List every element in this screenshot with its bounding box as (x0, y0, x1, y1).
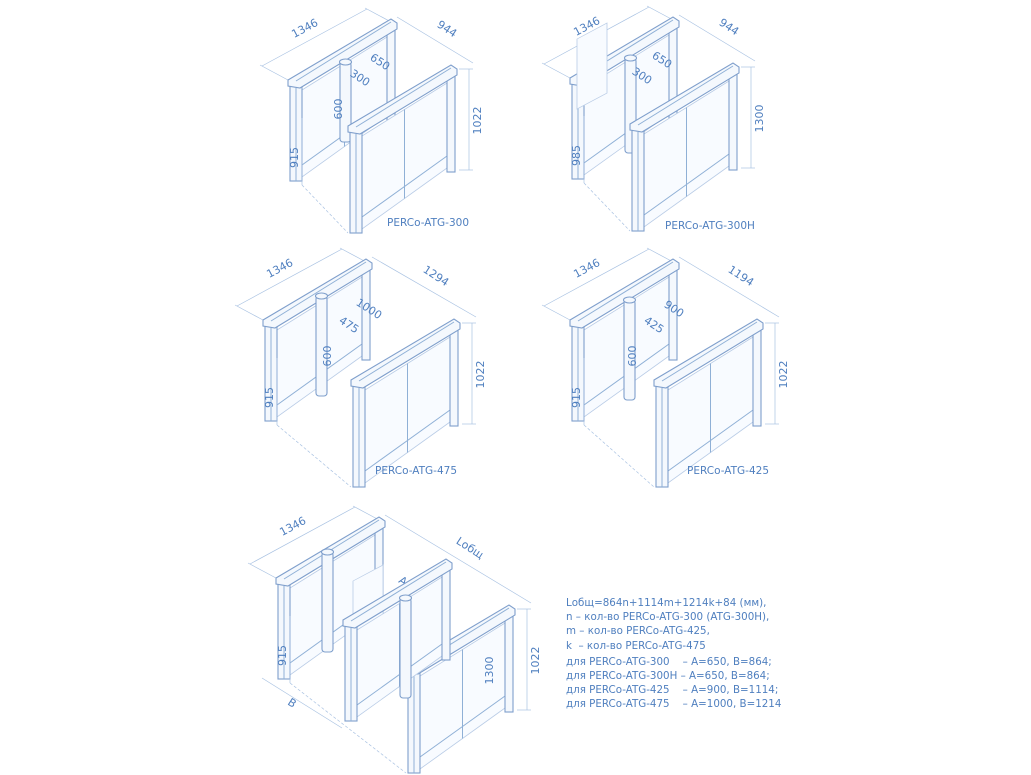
formula-text: Lобщ=864n+1114m+1214k+84 (мм), (566, 597, 767, 609)
top-rail (287, 18, 398, 89)
dimension-line (678, 14, 756, 62)
dimension-c: 600 (321, 346, 334, 367)
formula-notes: Lобщ=864n+1114m+1214k+84 (мм), n – кол-в… (566, 596, 781, 712)
rail-edge (637, 65, 734, 126)
dimension-height: 1022 (529, 647, 542, 675)
rail-edge (350, 561, 447, 622)
dimension-line (583, 182, 631, 232)
post (449, 324, 459, 427)
dimension-b-width: B (285, 696, 298, 711)
top-rail (569, 258, 680, 329)
bottom-rail (419, 695, 506, 758)
turnstile-column (321, 551, 334, 653)
dimension-tall: 1300 (483, 657, 496, 685)
post (441, 564, 451, 661)
dimension-line (276, 424, 352, 488)
column-cap (623, 54, 638, 62)
post (504, 610, 514, 713)
dimension-line (583, 424, 655, 488)
top-rail (350, 318, 461, 389)
dimension-depth: 944 (435, 18, 460, 40)
dimension-line (236, 248, 343, 307)
note-k: k – кол-во PERCo-ATG-475 (566, 639, 706, 652)
dimension-depth: 944 (717, 16, 742, 38)
dimension-line (259, 64, 289, 81)
column-cap (314, 292, 329, 300)
glass-wing (576, 22, 608, 110)
dimension-line (301, 184, 349, 234)
note-m: m – кол-во PERCo-ATG-425, (566, 625, 710, 638)
dimension-passage: 915 (288, 147, 301, 168)
bottom-rail (667, 409, 754, 472)
post (446, 70, 456, 173)
dimension-line (261, 677, 343, 729)
note-n: n – кол-во PERCo-ATG-300 (ATG-300H), (566, 611, 770, 624)
note-row: для PERCo-ATG-475 – A=1000, B=1214 (566, 698, 782, 711)
top-rail (629, 62, 740, 133)
top-rail (347, 64, 458, 135)
unit-caption: PERCo-ATG-425 (687, 465, 769, 477)
rail-edge (358, 321, 455, 382)
dimension-depth: 1294 (421, 263, 452, 289)
dimension-depth: Lобщ (454, 534, 486, 561)
column-cap (338, 58, 353, 66)
bottom-rail (643, 153, 730, 216)
top-rail (653, 318, 764, 389)
dimension-line (247, 562, 277, 579)
dimension-depth: 1194 (726, 263, 757, 289)
dimension-line (541, 62, 571, 79)
dimension-line (384, 514, 532, 604)
dimension-line (678, 256, 780, 318)
rail-edge (355, 67, 452, 128)
column-cap (622, 296, 637, 304)
dimension-height: 1022 (471, 107, 484, 135)
dimension-line (371, 256, 477, 318)
dimension-line (261, 8, 368, 67)
note-row: для PERCo-ATG-300 – A=650, B=864; (566, 655, 772, 668)
dimension-c: 600 (626, 346, 639, 367)
note-row: для PERCo-ATG-425 – A=900, B=1114; (566, 684, 779, 697)
dimension-c: 600 (332, 99, 345, 120)
rail-edge (295, 21, 392, 82)
dimension-height: 1022 (777, 361, 790, 389)
dimension-passage: 915 (263, 387, 276, 408)
bottom-rail (361, 155, 448, 218)
post (728, 68, 738, 171)
column-cap (398, 594, 413, 602)
unit-caption: PERCo-ATG-300H (665, 220, 755, 232)
dimension-passage: 915 (570, 387, 583, 408)
rail-edge (270, 261, 367, 322)
note-row: для PERCo-ATG-300H – A=650, B=864; (566, 670, 770, 683)
dimension-height: 1300 (753, 105, 766, 133)
dimension-passage: 985 (570, 145, 583, 166)
dimension-line (289, 682, 407, 774)
bottom-rail (364, 409, 451, 472)
column-cap (320, 548, 335, 556)
post (752, 324, 762, 427)
rail-edge (577, 261, 674, 322)
dimension-line (541, 304, 571, 321)
dimension-passage: 915 (276, 645, 289, 666)
dimension-height: 1022 (474, 361, 487, 389)
unit-caption: PERCo-ATG-300 (387, 217, 469, 229)
top-rail (342, 558, 453, 629)
dimension-line (234, 304, 264, 321)
turnstile-column (399, 597, 412, 699)
rail-edge (661, 321, 758, 382)
unit-caption: PERCo-ATG-475 (375, 465, 457, 477)
dimension-line (249, 506, 356, 565)
dimension-line (396, 16, 474, 64)
dimension-line (543, 248, 650, 307)
